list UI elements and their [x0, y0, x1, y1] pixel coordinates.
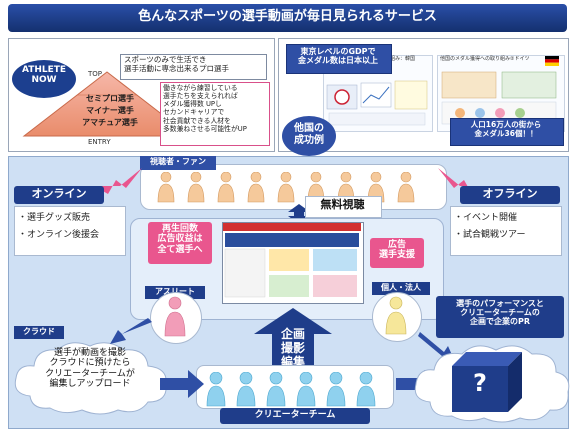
athlete-figure-icon — [164, 296, 186, 337]
success-label-bubble — [282, 116, 336, 156]
creator-figures — [206, 372, 376, 407]
free-view-box — [305, 196, 382, 218]
semi-pro-note-text: 働きながら練習している 選手たちを支えられれば メダル獲得数 UPし セカンドキ… — [163, 84, 247, 133]
mystery-box-question: ? — [473, 369, 487, 397]
revenue-note-text: 再生回数 広告収益は 全て選手へ — [157, 224, 203, 255]
online-item-1: ・選手グッズ販売 — [18, 213, 91, 223]
ad-support-box — [370, 238, 424, 268]
gdp-note-box — [286, 44, 392, 74]
video-channel-screenshot-graphics — [223, 223, 361, 298]
viewer-arrows — [94, 168, 486, 194]
cloud-shape — [14, 342, 167, 415]
pyramid-top-label: TOP — [88, 70, 103, 78]
mystery-box-icon — [452, 352, 522, 412]
online-item-2: ・オンライン後援会 — [18, 230, 100, 240]
pyramid-graphic — [22, 71, 192, 137]
individual-figure-icon — [385, 296, 407, 335]
free-view-label: 無料視聴 — [320, 198, 365, 211]
viewers-label: 視聴者・ファン — [150, 157, 206, 166]
population-note-text: 人口16万人の街から 金メダル36個！！ — [470, 120, 542, 138]
semi-pro-note-box — [160, 82, 270, 146]
germany-flag-icon — [545, 56, 559, 66]
page-title: 色んなスポーツの選手動画が毎日見られるサービス — [138, 9, 437, 24]
pyramid-level-3: アマチュア選手 — [82, 118, 138, 127]
individual-label-box — [372, 282, 430, 295]
cloud-label-box — [14, 326, 64, 339]
cloud-text: 選手が動画を撮影 クラウドに預けたら クリエーターチームが 編集しアップロード — [45, 348, 135, 390]
creator-label: クリエーターチーム — [254, 410, 336, 420]
pyramid-entry-label: ENTRY — [88, 138, 111, 146]
pro-note-text: スポーツのみで生活でき 選手活動に専念出来るプロ選手 — [124, 55, 229, 73]
success-label: 他国の 成功例 — [294, 123, 324, 146]
viewers-label-box — [140, 156, 216, 170]
pyramid-level-1: セミプロ選手 — [86, 94, 134, 103]
revenue-note-box — [148, 222, 212, 264]
korea-document-graphics — [326, 80, 428, 126]
athlete-now-badge — [12, 60, 76, 98]
planning-arrow — [254, 308, 332, 380]
athlete-label: アスリート — [145, 287, 205, 296]
title-bar — [8, 4, 567, 32]
pyramid-level-2: マイナー選手 — [86, 106, 134, 115]
population-note-box — [450, 118, 564, 146]
athlete-now-badge-text: ATHLETE NOW — [21, 65, 67, 86]
pro-note-box — [120, 54, 267, 80]
pr-note-text: 選手のパフォーマンスと クリエーターチームの 企画で企業のPR — [456, 299, 544, 327]
pr-note-box — [436, 296, 564, 338]
germany-document-title: 他国のメダル獲得への取り組み②ドイツ — [440, 56, 530, 62]
online-title: オンライン — [31, 187, 87, 200]
flow-arrows — [160, 370, 440, 398]
planning-text: 企画 撮影 編集 — [280, 327, 305, 369]
online-title-box — [14, 186, 104, 204]
offline-items-box — [450, 206, 562, 256]
offline-title-box — [460, 186, 560, 204]
offline-title: オフライン — [482, 187, 538, 200]
offline-item-1: ・イベント開催 — [454, 213, 518, 223]
online-items-box — [14, 206, 126, 256]
individual-label: 個人・法人 — [381, 283, 421, 292]
gdp-note-text: 東京レベルのGDPで 金メダル数は日本以上 — [298, 47, 378, 66]
offline-item-2: ・試合観戦ツアー — [454, 230, 526, 240]
cloud-label: クラウド — [23, 327, 55, 336]
ad-support-text: 広告 選手支援 — [378, 240, 415, 261]
athlete-to-cloud-arrow — [110, 318, 152, 344]
creator-label-box — [220, 408, 370, 424]
